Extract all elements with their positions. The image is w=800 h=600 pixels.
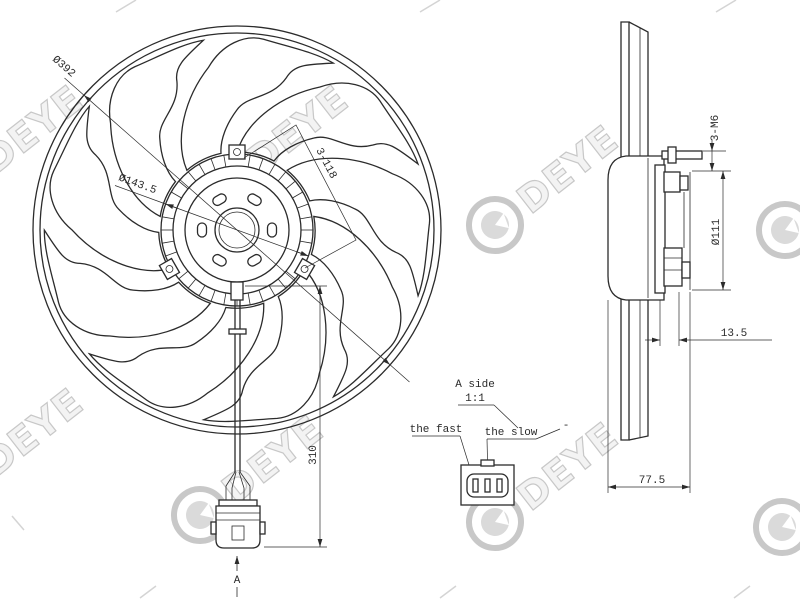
watermark: DEYE [0,76,92,183]
motor-back-cover [654,164,666,294]
watermark [756,201,800,259]
watermark-dash [419,0,441,13]
watermark-dash [11,515,25,531]
watermark-logo-cut [495,213,509,229]
fan-blade [310,215,402,399]
connector-wire [239,471,251,501]
watermark-dash [439,585,457,599]
bolt-head [667,146,677,164]
detail-scale: 1:1 [465,393,485,405]
connector-key [231,525,245,541]
watermark-dash [115,0,137,13]
watermark-logo-cut [782,515,796,531]
watermark-logo-cut [495,510,509,526]
bolt-label: 3-M6 [710,115,722,141]
fan-blade [87,302,265,408]
outer-diameter-label: Ø392 [49,54,77,80]
connector-latch [210,521,217,535]
connector-pin [472,478,479,493]
connector-wire [225,471,236,501]
watermark-logo-icon [466,196,524,254]
dimension-depth: 77.5 [607,292,691,493]
connector-detail: A side 1:1 the fast the slow - [410,379,570,506]
connector-wire [238,471,245,501]
leader-line [493,404,519,429]
watermark-dash [139,585,157,599]
watermark-logo-icon [753,498,800,556]
cable-length-label: 310 [308,445,320,465]
watermark-dash [715,0,737,13]
watermark-logo-icon [756,201,800,259]
watermark: DEYE [0,379,92,486]
connector-pin [496,478,503,493]
watermark: DEYE [466,116,627,254]
cable-connector [210,471,266,549]
connector-wire [231,471,237,501]
extension-line [114,185,166,205]
bracket-top-block [663,171,681,193]
offset-label: 13.5 [721,328,747,340]
motor-bracket [663,171,691,290]
dimension-bolt: 3-M6 [692,115,731,172]
watermark [753,498,800,556]
dimension-line [165,203,309,257]
bolt-shank [661,150,703,160]
connector-face-socket [466,473,509,498]
dimension-offset: 13.5 [645,292,772,346]
motor-cable [228,281,247,472]
shroud-outer-ring [32,25,442,435]
dimension-motor-diameter: Ø111 [692,171,731,291]
front-view: 310 A Ø392 Ø143.5 3-118 [32,25,442,597]
bracket-top-tab [679,175,689,191]
slow-pin-label: the slow [485,427,538,439]
extension-line [389,364,410,383]
connector-face-key [480,459,495,467]
side-view: 3-M6 Ø111 13.5 77.5 [607,21,772,493]
bracket-bottom-block [663,247,683,287]
connector-body [215,505,261,549]
connector-pin [484,478,491,493]
bracket-bottom-tab [681,261,691,279]
view-arrow: A [234,556,241,597]
watermark-text: DEYE [0,77,92,182]
minus-pin-label: - [563,420,570,432]
cable-clip [228,328,247,335]
mount-bolt [661,146,703,164]
watermark-dash [733,585,751,599]
extension-line [64,77,85,96]
watermark-logo-cut [200,503,214,519]
fast-pin-label: the fast [410,424,463,436]
leader-line [243,124,357,269]
mount-tab [228,144,246,160]
cable-grommet [230,281,244,301]
motor-diameter-label: Ø111 [711,218,723,245]
view-marker-label: A [234,575,241,587]
connector-latch [259,521,266,535]
watermark-logo-cut [785,218,799,234]
depth-label: 77.5 [639,475,665,487]
minus-leader [535,428,561,440]
shroud-inner-ring [39,32,435,428]
connector-hood [218,499,258,507]
detail-title: A side [455,379,495,391]
mount-tab-body [228,144,246,160]
watermark-text: DEYE [0,380,92,485]
motor-housing [607,155,665,301]
